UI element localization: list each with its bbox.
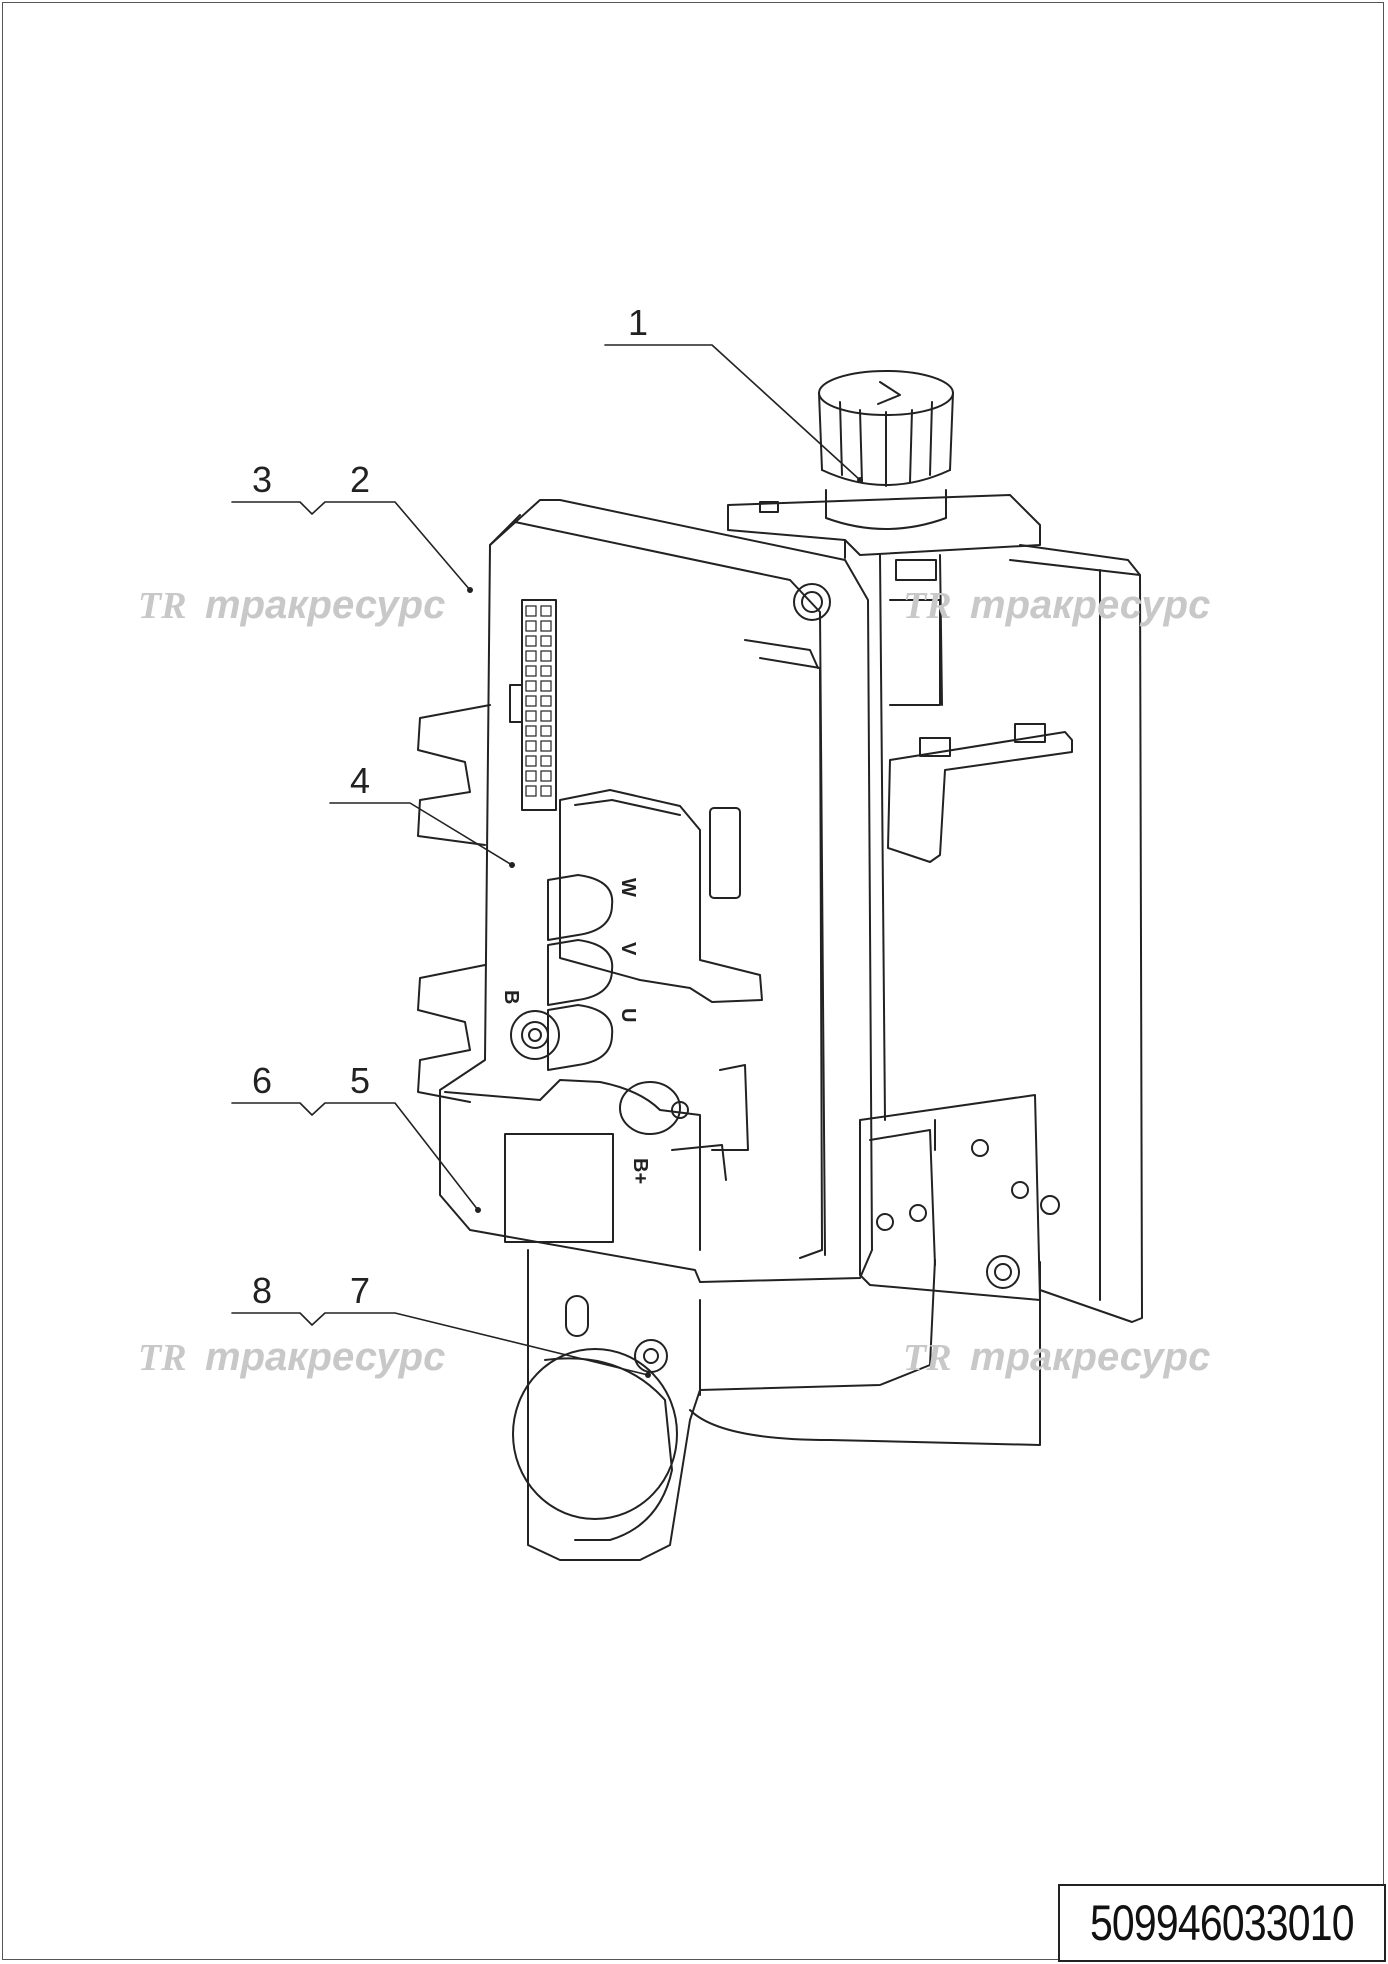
terminal-mark-b: B (500, 990, 522, 1004)
rear-bracket (1009, 544, 1143, 1323)
watermark-top-left: TR тракресурс (138, 583, 445, 627)
watermark-logo: TR (903, 585, 952, 627)
document-code-box: 509946033010 (1058, 1884, 1386, 1962)
lower-bracket (527, 1094, 1041, 1561)
top-flange (727, 494, 1041, 559)
watermark-bottom-right: TR тракресурс (903, 1335, 1210, 1379)
callout-3: 3 (252, 459, 272, 500)
terminal-mark-b-plus: B+ (629, 1158, 651, 1184)
callout-2: 2 (350, 459, 370, 500)
watermark-logo: TR (138, 1337, 187, 1379)
watermark-bottom-left: TR тракресурс (138, 1335, 445, 1379)
terminal-mark-w: W (617, 878, 639, 897)
connector-pins (525, 605, 552, 797)
terminal-mark-v: V (617, 942, 639, 956)
knob (818, 370, 954, 530)
callout-1: 1 (628, 302, 648, 343)
watermark-text: тракресурс (970, 583, 1210, 627)
watermark-text: тракресурс (970, 1335, 1210, 1379)
watermark-logo: TR (903, 1337, 952, 1379)
document-code: 509946033010 (1090, 1895, 1355, 1951)
round-cap (512, 1339, 678, 1541)
callout-4: 4 (350, 760, 370, 801)
column (879, 554, 943, 1121)
watermark-text: тракресурс (205, 1335, 445, 1379)
controller-housing (417, 499, 873, 1283)
leader-lines (231, 344, 861, 1376)
callout-8: 8 (252, 1270, 272, 1311)
callout-5: 5 (350, 1060, 370, 1101)
watermark-text: тракресурс (205, 583, 445, 627)
watermark-logo: TR (138, 585, 187, 627)
callout-7: 7 (350, 1270, 370, 1311)
clamp-arm (887, 723, 1073, 863)
callout-6: 6 (252, 1060, 272, 1101)
watermark-top-right: TR тракресурс (903, 583, 1210, 627)
terminal-mark-u: U (617, 1008, 639, 1022)
